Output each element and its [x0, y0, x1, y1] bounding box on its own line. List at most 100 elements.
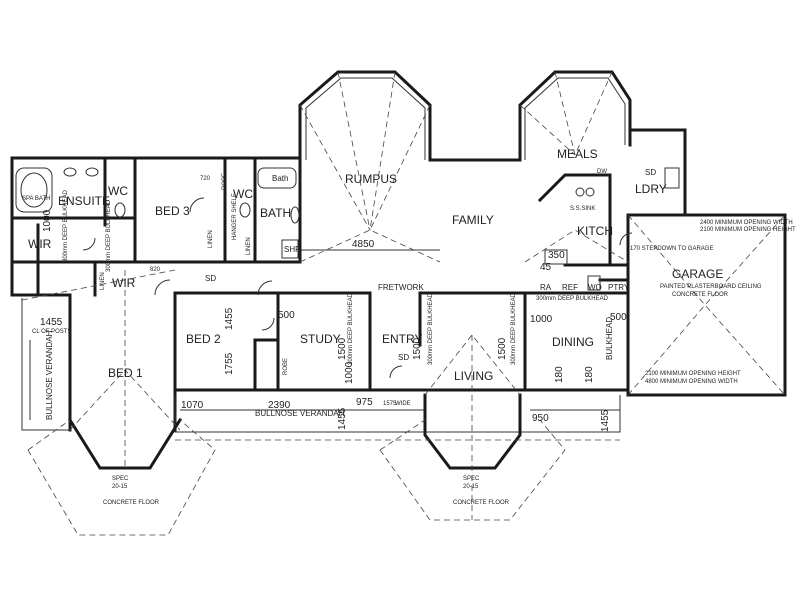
dim-1455-r: 1455: [600, 409, 611, 432]
room-living: LIVING: [454, 369, 493, 383]
basin-2: [85, 167, 99, 177]
dim-45: 45: [540, 262, 552, 273]
dim-975: 975: [356, 397, 373, 408]
sink-label: S.S.SINK: [570, 206, 595, 212]
bed1-bay: [27, 270, 216, 536]
basin-1: [63, 167, 77, 177]
room-bed2: BED 2: [186, 332, 221, 346]
door-arc: [389, 365, 403, 379]
kitchen-sink-1: [575, 187, 585, 197]
bulkhead-garage: BULKHEAD: [605, 317, 614, 360]
garage-roof: [627, 214, 786, 396]
bullnose-front-1: BULLNOSE VERANDAH: [255, 409, 345, 418]
dim-180a: 180: [554, 366, 565, 383]
dim-4850: 4850: [352, 239, 375, 250]
room-bed1: BED 1: [108, 366, 143, 380]
garage-opening-2: 2100 MINIMUM OPENING HEIGHT: [700, 227, 796, 233]
dim-1455-cl: 1455: [40, 317, 63, 328]
dw-label: DW: [597, 169, 607, 175]
garage-ceiling-2: CONCRETE FLOOR: [672, 292, 729, 298]
garage-opening-1: 2400 MINIMUM OPENING WIDTH: [700, 220, 793, 226]
dim-820: 820: [150, 267, 161, 273]
rumpus-bay: [298, 70, 432, 231]
fixtures: [15, 167, 680, 379]
garage-front-2: 4800 MINIMUM OPENING WIDTH: [645, 379, 738, 385]
dim-1455-ver: 1455: [337, 407, 348, 430]
sd-label-ldry: SD: [645, 168, 656, 177]
notes: Bath SPA BATH S.S.SINK DW RA REF WO SD S…: [22, 168, 796, 506]
bulkhead-ens: 300mm DEEP BULKHEAD: [63, 189, 69, 262]
dim-1000-din: 1000: [530, 314, 553, 325]
room-study: STUDY: [300, 332, 341, 346]
room-labels: RUMPUS MEALS ENSUITE BED 3 FAMILY KITCH …: [28, 147, 723, 383]
door-arc: [261, 317, 275, 331]
room-kitchen: KITCH: [577, 224, 613, 238]
interior-walls: [10, 156, 630, 392]
wo-label: WO: [588, 283, 602, 292]
room-wir-left: WIR: [28, 237, 52, 251]
toilet-2: [239, 202, 251, 218]
family-roof: [299, 229, 629, 263]
door-arc: [82, 237, 96, 251]
hanger-shelf: HANGER SHELF: [232, 193, 238, 240]
left-verandah: [21, 298, 70, 431]
sd-label-entry: SD: [398, 353, 409, 362]
bulkhead-hall: 300mm DEEP BULKHEAD: [106, 199, 112, 272]
room-bed3: BED 3: [155, 204, 190, 218]
dim-1500-study: 1500: [337, 337, 348, 360]
cl-posts: CL OF POSTS: [32, 329, 71, 335]
meals-bay: [518, 70, 632, 162]
bulkhead-kitchen: 300mm DEEP BULKHEAD: [536, 296, 609, 302]
room-dining: DINING: [552, 335, 594, 349]
spa-bath-label: SPA BATH: [22, 196, 50, 202]
dim-1500-entry: 1500: [412, 337, 423, 360]
room-linen-2: LINEN: [246, 237, 252, 255]
room-linen-1: LINEN: [208, 230, 214, 248]
room-wir-hall: WIR: [112, 276, 136, 290]
garage-ceiling-1: PAINTED PLASTERBOARD CEILING: [660, 284, 762, 290]
sd-label-hall: SD: [205, 274, 216, 283]
spec-2: SPEC: [463, 476, 480, 482]
room-meals: MEALS: [557, 147, 598, 161]
room-wc-2: WC: [233, 187, 253, 201]
basin-3: [290, 206, 300, 224]
toilet-1: [114, 202, 126, 218]
door-arc: [257, 280, 273, 296]
room-garage: GARAGE: [672, 267, 723, 281]
room-shr: SHR: [284, 245, 301, 254]
door-arc: [619, 232, 633, 246]
bulkhead-entry: 300mm DEEP BULKHEAD: [428, 292, 434, 365]
living-bay: [379, 334, 566, 521]
concrete-floor-1: CONCRETE FLOOR: [103, 500, 160, 506]
dim-500-gar: 500: [610, 312, 627, 323]
step-down: 170 STEPDOWN TO GARAGE: [630, 246, 713, 252]
ref-label: REF: [562, 283, 578, 292]
room-robe-2: ROBE: [283, 358, 289, 375]
dimensions: 4850 350 45 1000 1455 1455 1755 500 1500…: [40, 176, 627, 432]
bullnose-left: BULLNOSE VERANDAH: [45, 330, 54, 420]
dim-500-study: 500: [278, 310, 295, 321]
shower: [281, 239, 299, 259]
dim-1000-ens: 1000: [42, 209, 53, 232]
room-robe-1: ROBE: [222, 173, 228, 190]
bulkhead-din: 300mm DEEP BULKHEAD: [511, 292, 517, 365]
bulkhead-study: 300mm DEEP BULKHEAD: [348, 292, 354, 365]
dim-1000-study: 1000: [344, 361, 355, 384]
spec-1: SPEC: [112, 476, 129, 482]
laundry-tub: [664, 167, 680, 189]
bath-tub: [257, 167, 297, 189]
concrete-floor-2: CONCRETE FLOOR: [453, 500, 510, 506]
room-ldry: LDRY: [635, 182, 667, 196]
dim-1500-din: 1500: [497, 337, 508, 360]
spa-bath: [15, 167, 53, 213]
spec-2-val: 20-15: [463, 484, 479, 490]
dim-720: 720: [200, 176, 211, 182]
dim-1755: 1755: [224, 352, 235, 375]
door-arc: [189, 197, 205, 213]
room-entry: ENTRY: [382, 332, 422, 346]
door-arc: [154, 279, 171, 296]
room-wc-1: WC: [108, 184, 128, 198]
bath-label: Bath: [272, 174, 288, 183]
kitchen-sink-2: [585, 187, 595, 197]
